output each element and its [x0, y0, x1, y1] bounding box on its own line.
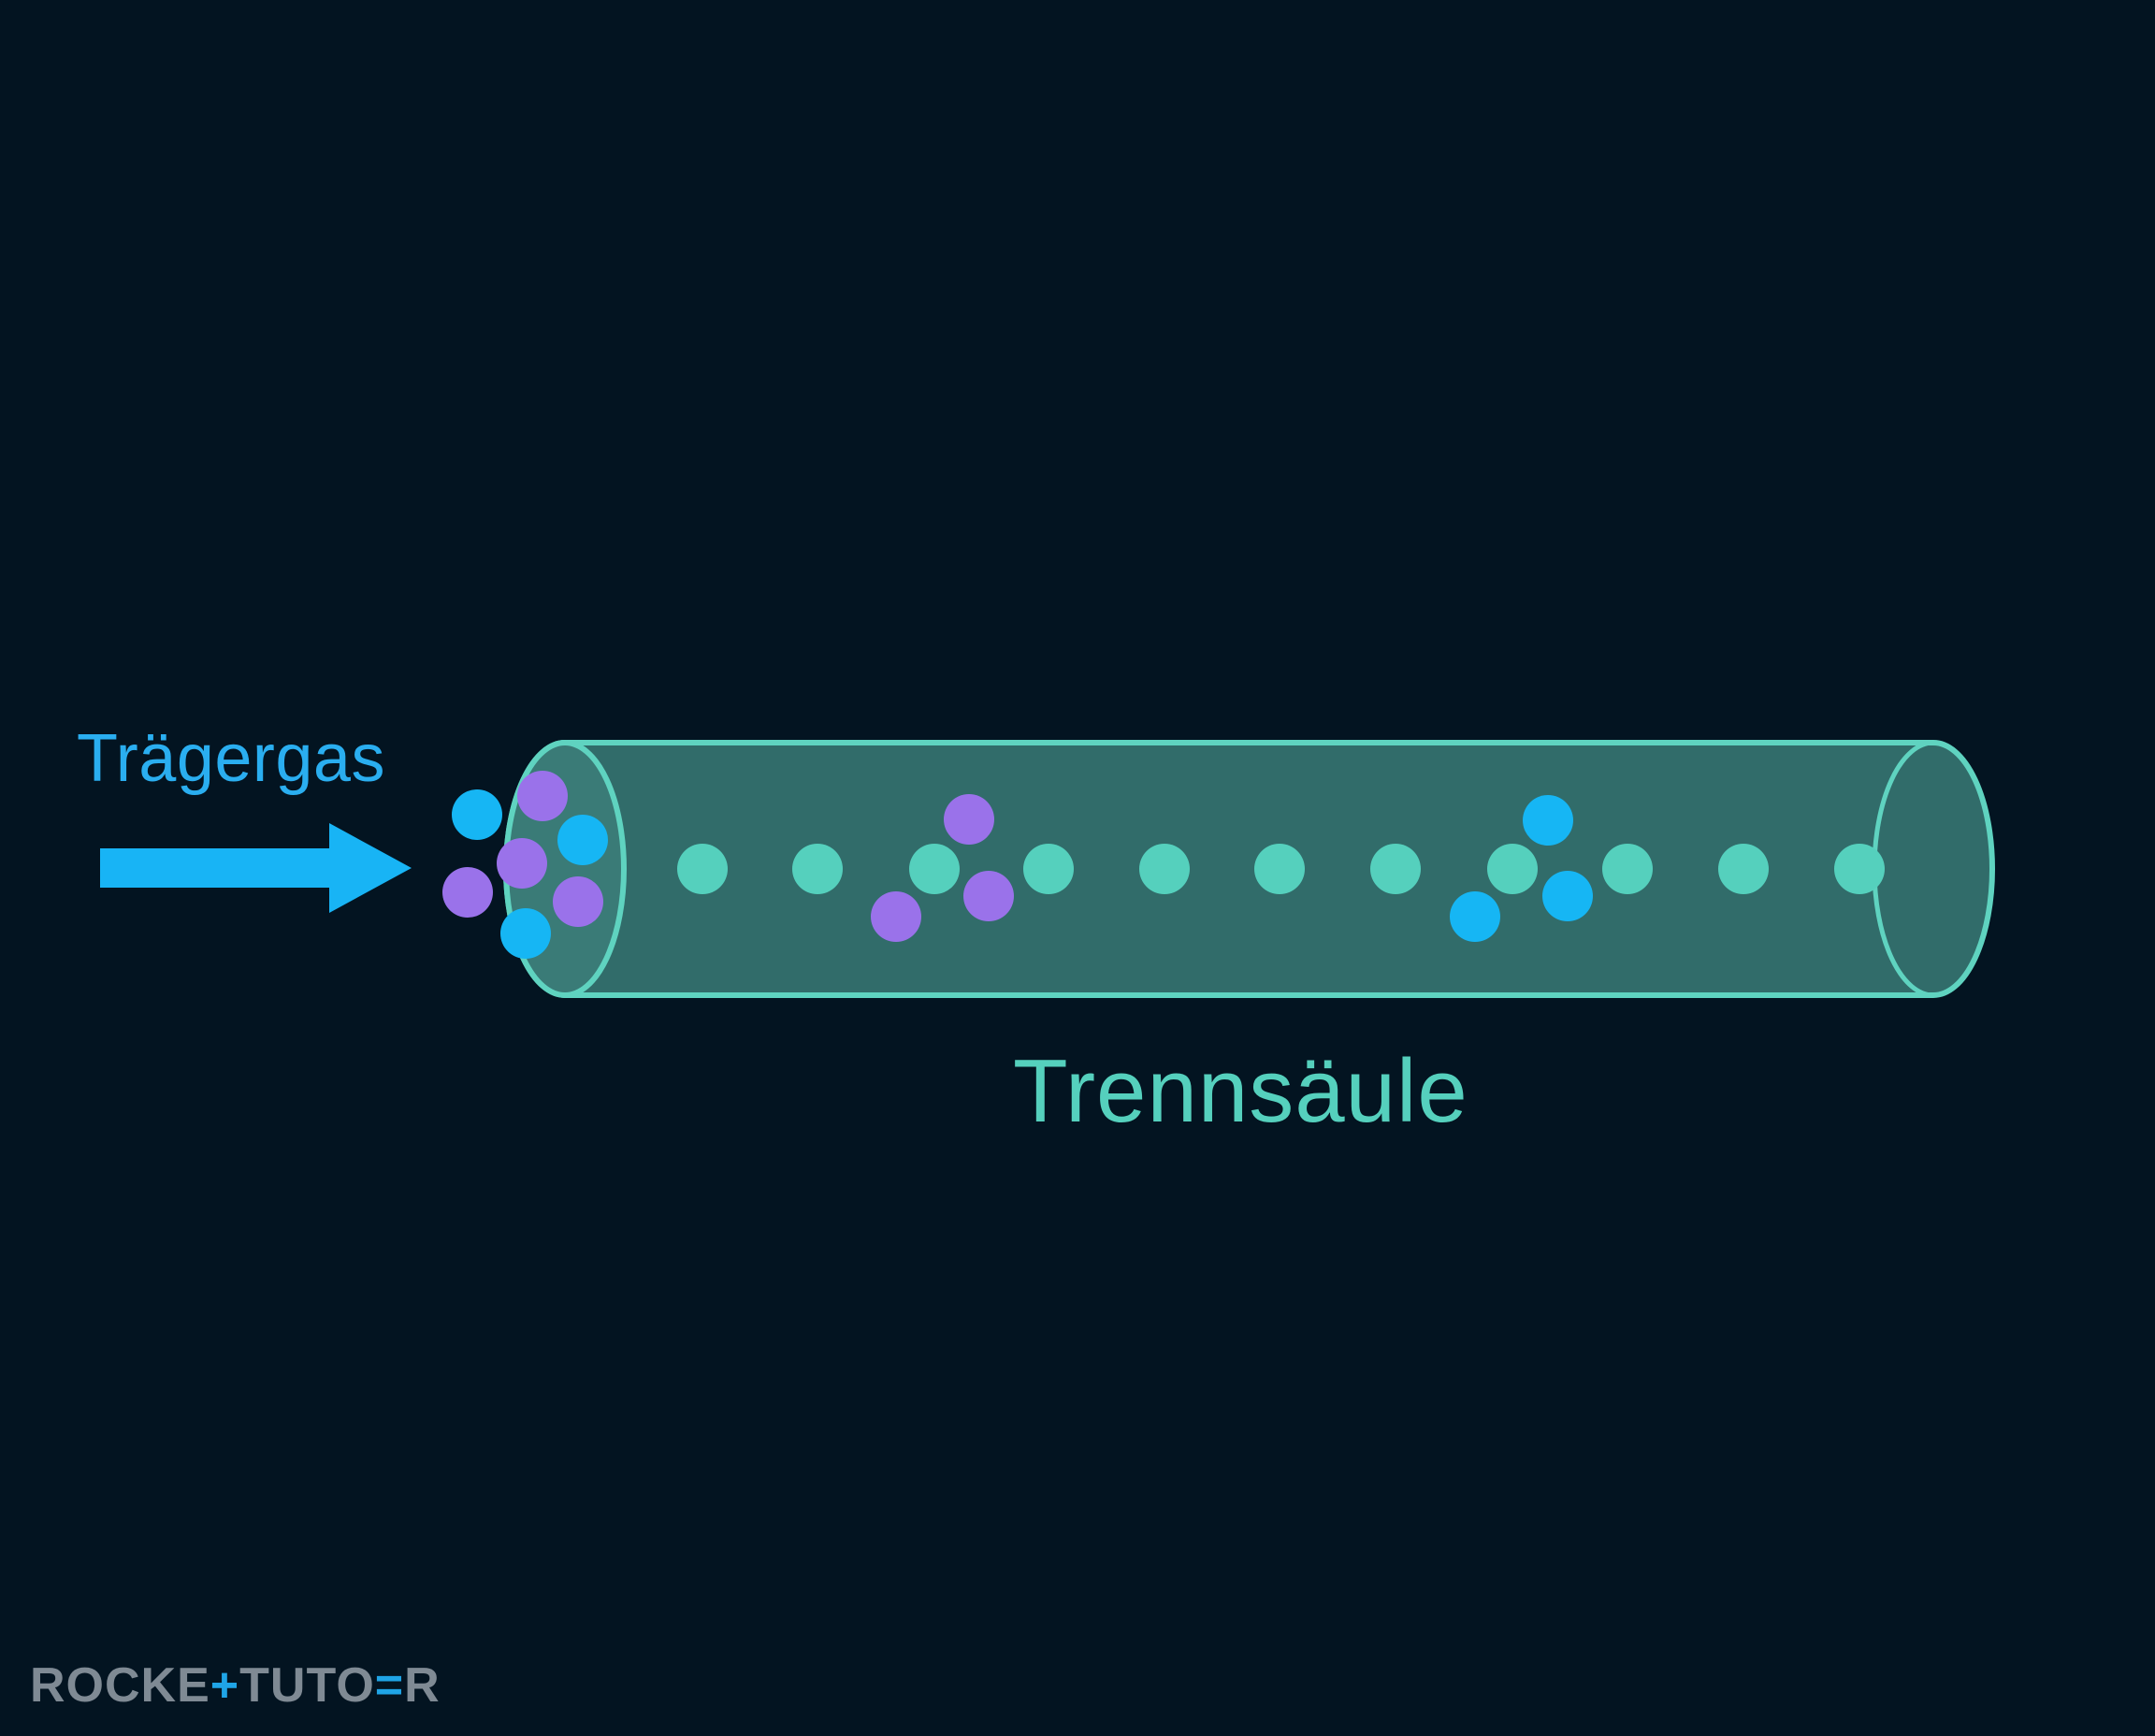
- stationary-phase-particle: [1139, 844, 1190, 894]
- analyte-purple-particle: [944, 794, 994, 845]
- analyte-blue-particle: [1450, 891, 1500, 942]
- separation-column: [503, 740, 1995, 998]
- analyte-purple-particle: [871, 891, 921, 942]
- carrier-gas-label: Trägergas: [77, 721, 385, 796]
- stationary-phase-particle: [1370, 844, 1421, 894]
- analyte-purple-particle: [497, 838, 547, 889]
- stationary-phase-particle: [792, 844, 843, 894]
- logo-text-3: R: [404, 1658, 441, 1713]
- analyte-purple-particle: [963, 871, 1014, 921]
- analyte-purple-particle: [442, 867, 493, 918]
- logo-text-2: TUTO: [239, 1658, 375, 1713]
- stationary-phase-particle: [909, 844, 960, 894]
- logo-plus: +: [210, 1658, 240, 1713]
- stationary-phase-particle: [677, 844, 728, 894]
- separation-column-label: Trennsäule: [1013, 1041, 1468, 1141]
- column-body: [503, 740, 1995, 998]
- stationary-phase-particle: [1023, 844, 1074, 894]
- logo-bar: =: [374, 1658, 405, 1713]
- particles: [442, 771, 1885, 959]
- stationary-phase-particle: [1487, 844, 1538, 894]
- right-arrow-icon: [100, 823, 412, 913]
- logo-text-1: ROCKE: [30, 1658, 210, 1713]
- analyte-purple-particle: [517, 771, 568, 821]
- logo: ROCKE+TUTO=R: [30, 1657, 441, 1714]
- analyte-blue-particle: [557, 815, 608, 865]
- stationary-phase-particle: [1602, 844, 1653, 894]
- stationary-phase-particle: [1718, 844, 1769, 894]
- analyte-blue-particle: [500, 908, 551, 959]
- analyte-purple-particle: [553, 876, 603, 927]
- analyte-blue-particle: [1523, 795, 1573, 846]
- analyte-blue-particle: [1542, 871, 1593, 921]
- analyte-blue-particle: [452, 789, 502, 840]
- stationary-phase-particle: [1254, 844, 1305, 894]
- stationary-phase-particle: [1834, 844, 1885, 894]
